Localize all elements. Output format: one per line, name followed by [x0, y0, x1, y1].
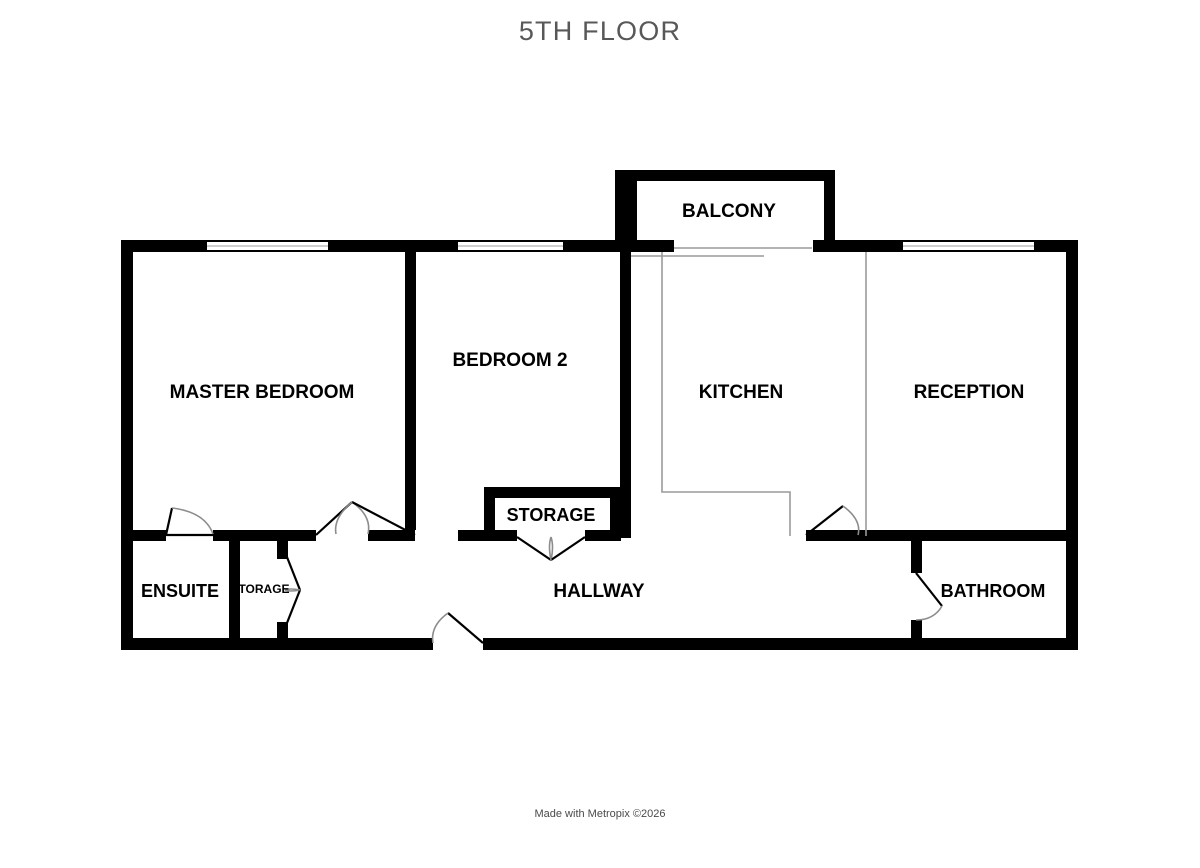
room-label-hallway: HALLWAY — [553, 581, 644, 602]
entrance-door — [431, 612, 484, 644]
room-label-kitchen: KITCHEN — [699, 382, 783, 403]
kitchen-layout-lines — [661, 252, 867, 536]
room-label-bathroom: BATHROOM — [941, 581, 1046, 601]
room-label-master-bedroom: MASTER BEDROOM — [170, 382, 355, 403]
room-label-ensuite: ENSUITE — [141, 581, 219, 601]
page-title: 5TH FLOOR — [518, 16, 682, 46]
ensuite-door — [164, 507, 228, 537]
storage-closet-doors — [283, 551, 302, 629]
storage-room-doors — [516, 536, 586, 561]
balcony-structure — [615, 170, 835, 246]
interior-walls — [121, 181, 1078, 650]
bedroom-2-door — [334, 501, 416, 536]
bedroom-2-window — [456, 240, 565, 252]
bathroom-door — [915, 572, 943, 621]
room-label-bedroom-2: BEDROOM 2 — [452, 350, 567, 371]
attribution-footer: Made with Metropix ©2026 — [534, 808, 666, 820]
room-label-storage-room: STORAGE — [507, 505, 596, 525]
master-bedroom-window — [205, 240, 330, 252]
kitchen-door — [805, 505, 860, 536]
reception-window — [901, 240, 1036, 252]
room-label-balcony: BALCONY — [682, 201, 776, 222]
room-label-reception: RECEPTION — [914, 382, 1025, 403]
balcony-sliding-door — [626, 247, 812, 257]
room-label-storage-closet: TORAGE — [238, 582, 289, 596]
